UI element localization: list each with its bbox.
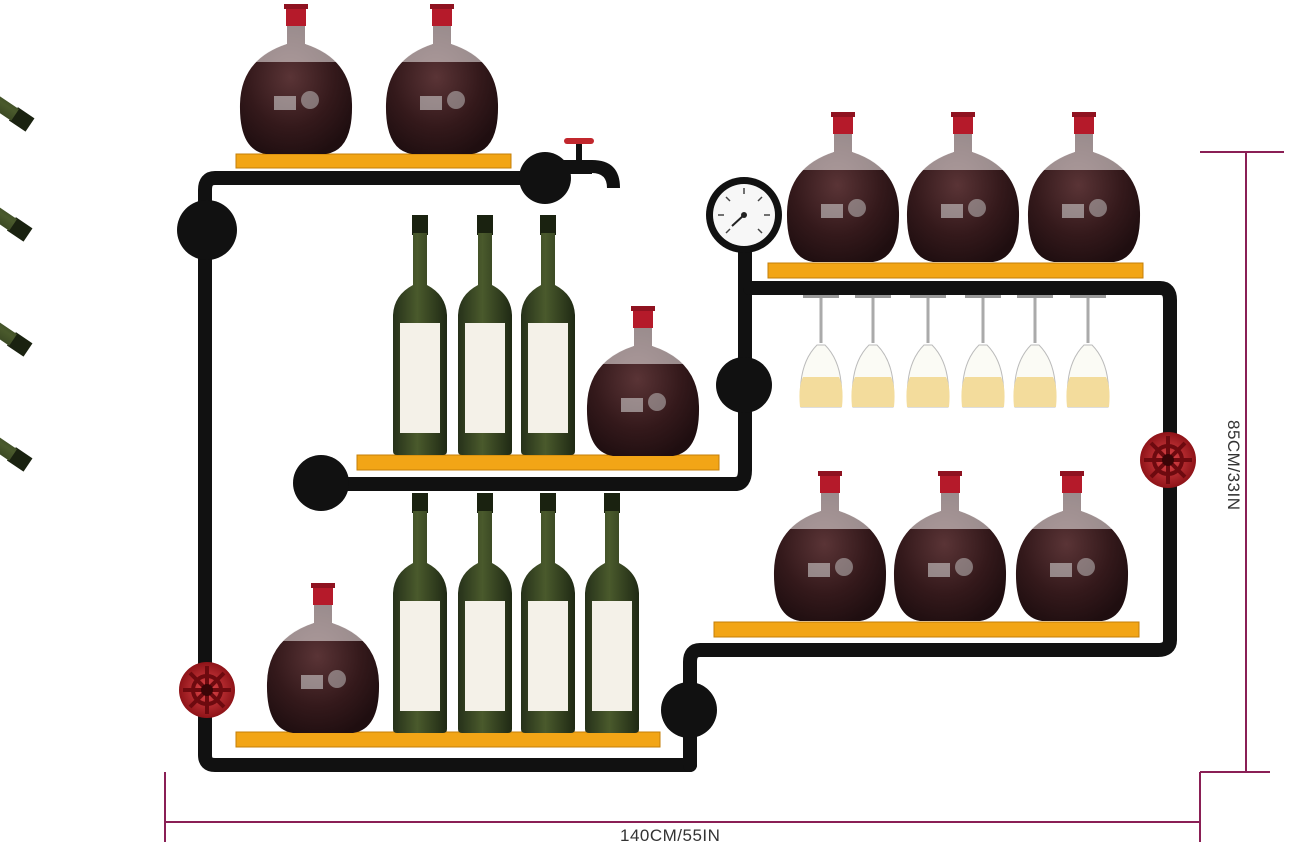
wine-glass-icon xyxy=(849,293,897,409)
wine-bottles-middle xyxy=(393,215,575,455)
height-dimension-label: 85CM/33IN xyxy=(1224,420,1243,511)
decanter-icon xyxy=(786,112,900,262)
decanter-icon xyxy=(773,471,887,621)
decanter-icon xyxy=(1015,471,1129,621)
wine-bottle-icon xyxy=(393,493,447,733)
decanter-icon xyxy=(906,112,1020,262)
shelf-top-left xyxy=(235,153,512,169)
shelf-middle xyxy=(356,454,720,471)
wine-bottle-icon xyxy=(521,493,575,733)
decanter-icon xyxy=(586,306,700,456)
wine-glass-icon xyxy=(1064,293,1112,409)
angled-bottles-list xyxy=(0,0,46,488)
wine-bottle-icon xyxy=(0,0,46,148)
valve-wheel-icon xyxy=(1138,430,1198,490)
valve-wheel-icon xyxy=(177,660,237,720)
decanter-icon xyxy=(385,4,499,154)
wine-glasses xyxy=(797,293,1112,409)
wine-bottle-icon xyxy=(521,215,575,455)
wine-glass-icon xyxy=(959,293,1007,409)
wine-bottles-bottom xyxy=(393,493,639,733)
decanter-icon xyxy=(1027,112,1141,262)
shelf-bottom-left xyxy=(235,731,661,748)
shelf-bottom-right xyxy=(713,621,1140,638)
pipe-joints xyxy=(177,152,772,738)
decanter-icon xyxy=(893,471,1007,621)
wine-glass-icon xyxy=(904,293,952,409)
decanter-icon xyxy=(239,4,353,154)
wine-bottle-icon xyxy=(393,215,447,455)
shelves xyxy=(235,153,1144,748)
decanter-icon xyxy=(266,583,380,733)
pipe-frame xyxy=(198,171,1177,772)
shelf-top-right xyxy=(767,262,1144,279)
wine-bottle-icon xyxy=(458,493,512,733)
faucet-icon xyxy=(562,138,620,188)
wine-bottle-icon xyxy=(458,215,512,455)
dimension-lines xyxy=(164,151,1284,842)
wine-glass-icon xyxy=(1011,293,1059,409)
wine-glass-icon xyxy=(797,293,845,409)
wine-bottle-icon xyxy=(585,493,639,733)
width-dimension-label: 140CM/55IN xyxy=(620,826,721,845)
pressure-gauge-icon xyxy=(706,177,782,288)
